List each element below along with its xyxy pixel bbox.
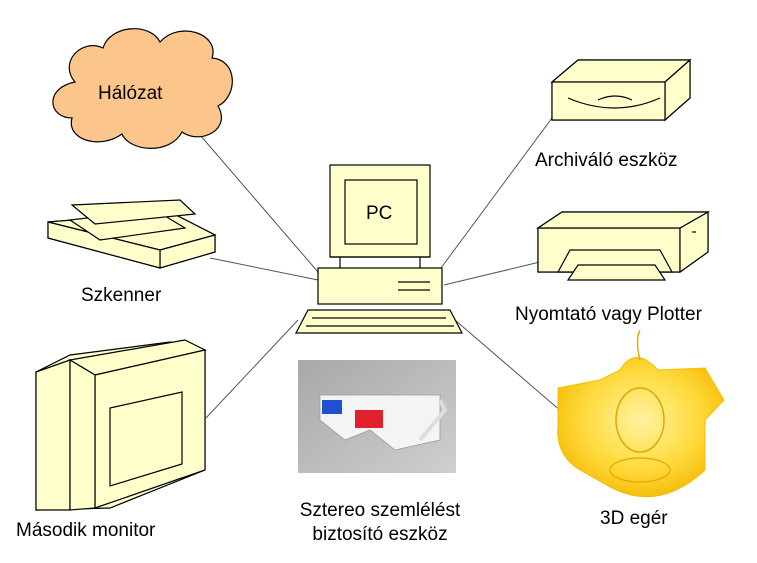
second-monitor-label: Második monitor xyxy=(16,520,156,541)
3d-mouse-label: 3D egér xyxy=(600,508,668,529)
connector-3d-mouse xyxy=(454,319,563,413)
connector-network xyxy=(199,134,319,273)
connector-archive xyxy=(437,117,553,273)
printer-label: Nyomtató vagy Plotter xyxy=(515,304,702,325)
disc-drive-icon xyxy=(550,58,692,122)
stereo-label-line1: Sztereo szemlélést xyxy=(299,500,461,521)
monitor-icon xyxy=(35,339,207,511)
cloud-icon xyxy=(52,28,233,149)
printer-icon xyxy=(536,210,711,281)
stereo-label-line2: biztosító eszköz xyxy=(312,524,448,545)
connector-second-monitor xyxy=(205,319,299,419)
3d-mouse-icon xyxy=(557,329,725,498)
3d-glasses-icon xyxy=(298,360,456,473)
connector-printer xyxy=(443,261,541,286)
pc-label: PC xyxy=(366,203,393,224)
scanner-label: Szkenner xyxy=(81,285,162,306)
connector-scanner xyxy=(209,257,319,281)
archive-label: Archiváló eszköz xyxy=(535,150,678,171)
scanner-icon xyxy=(47,199,217,269)
connectors xyxy=(199,117,563,419)
computer-icon xyxy=(295,164,463,334)
network-label: Hálózat xyxy=(98,83,163,104)
